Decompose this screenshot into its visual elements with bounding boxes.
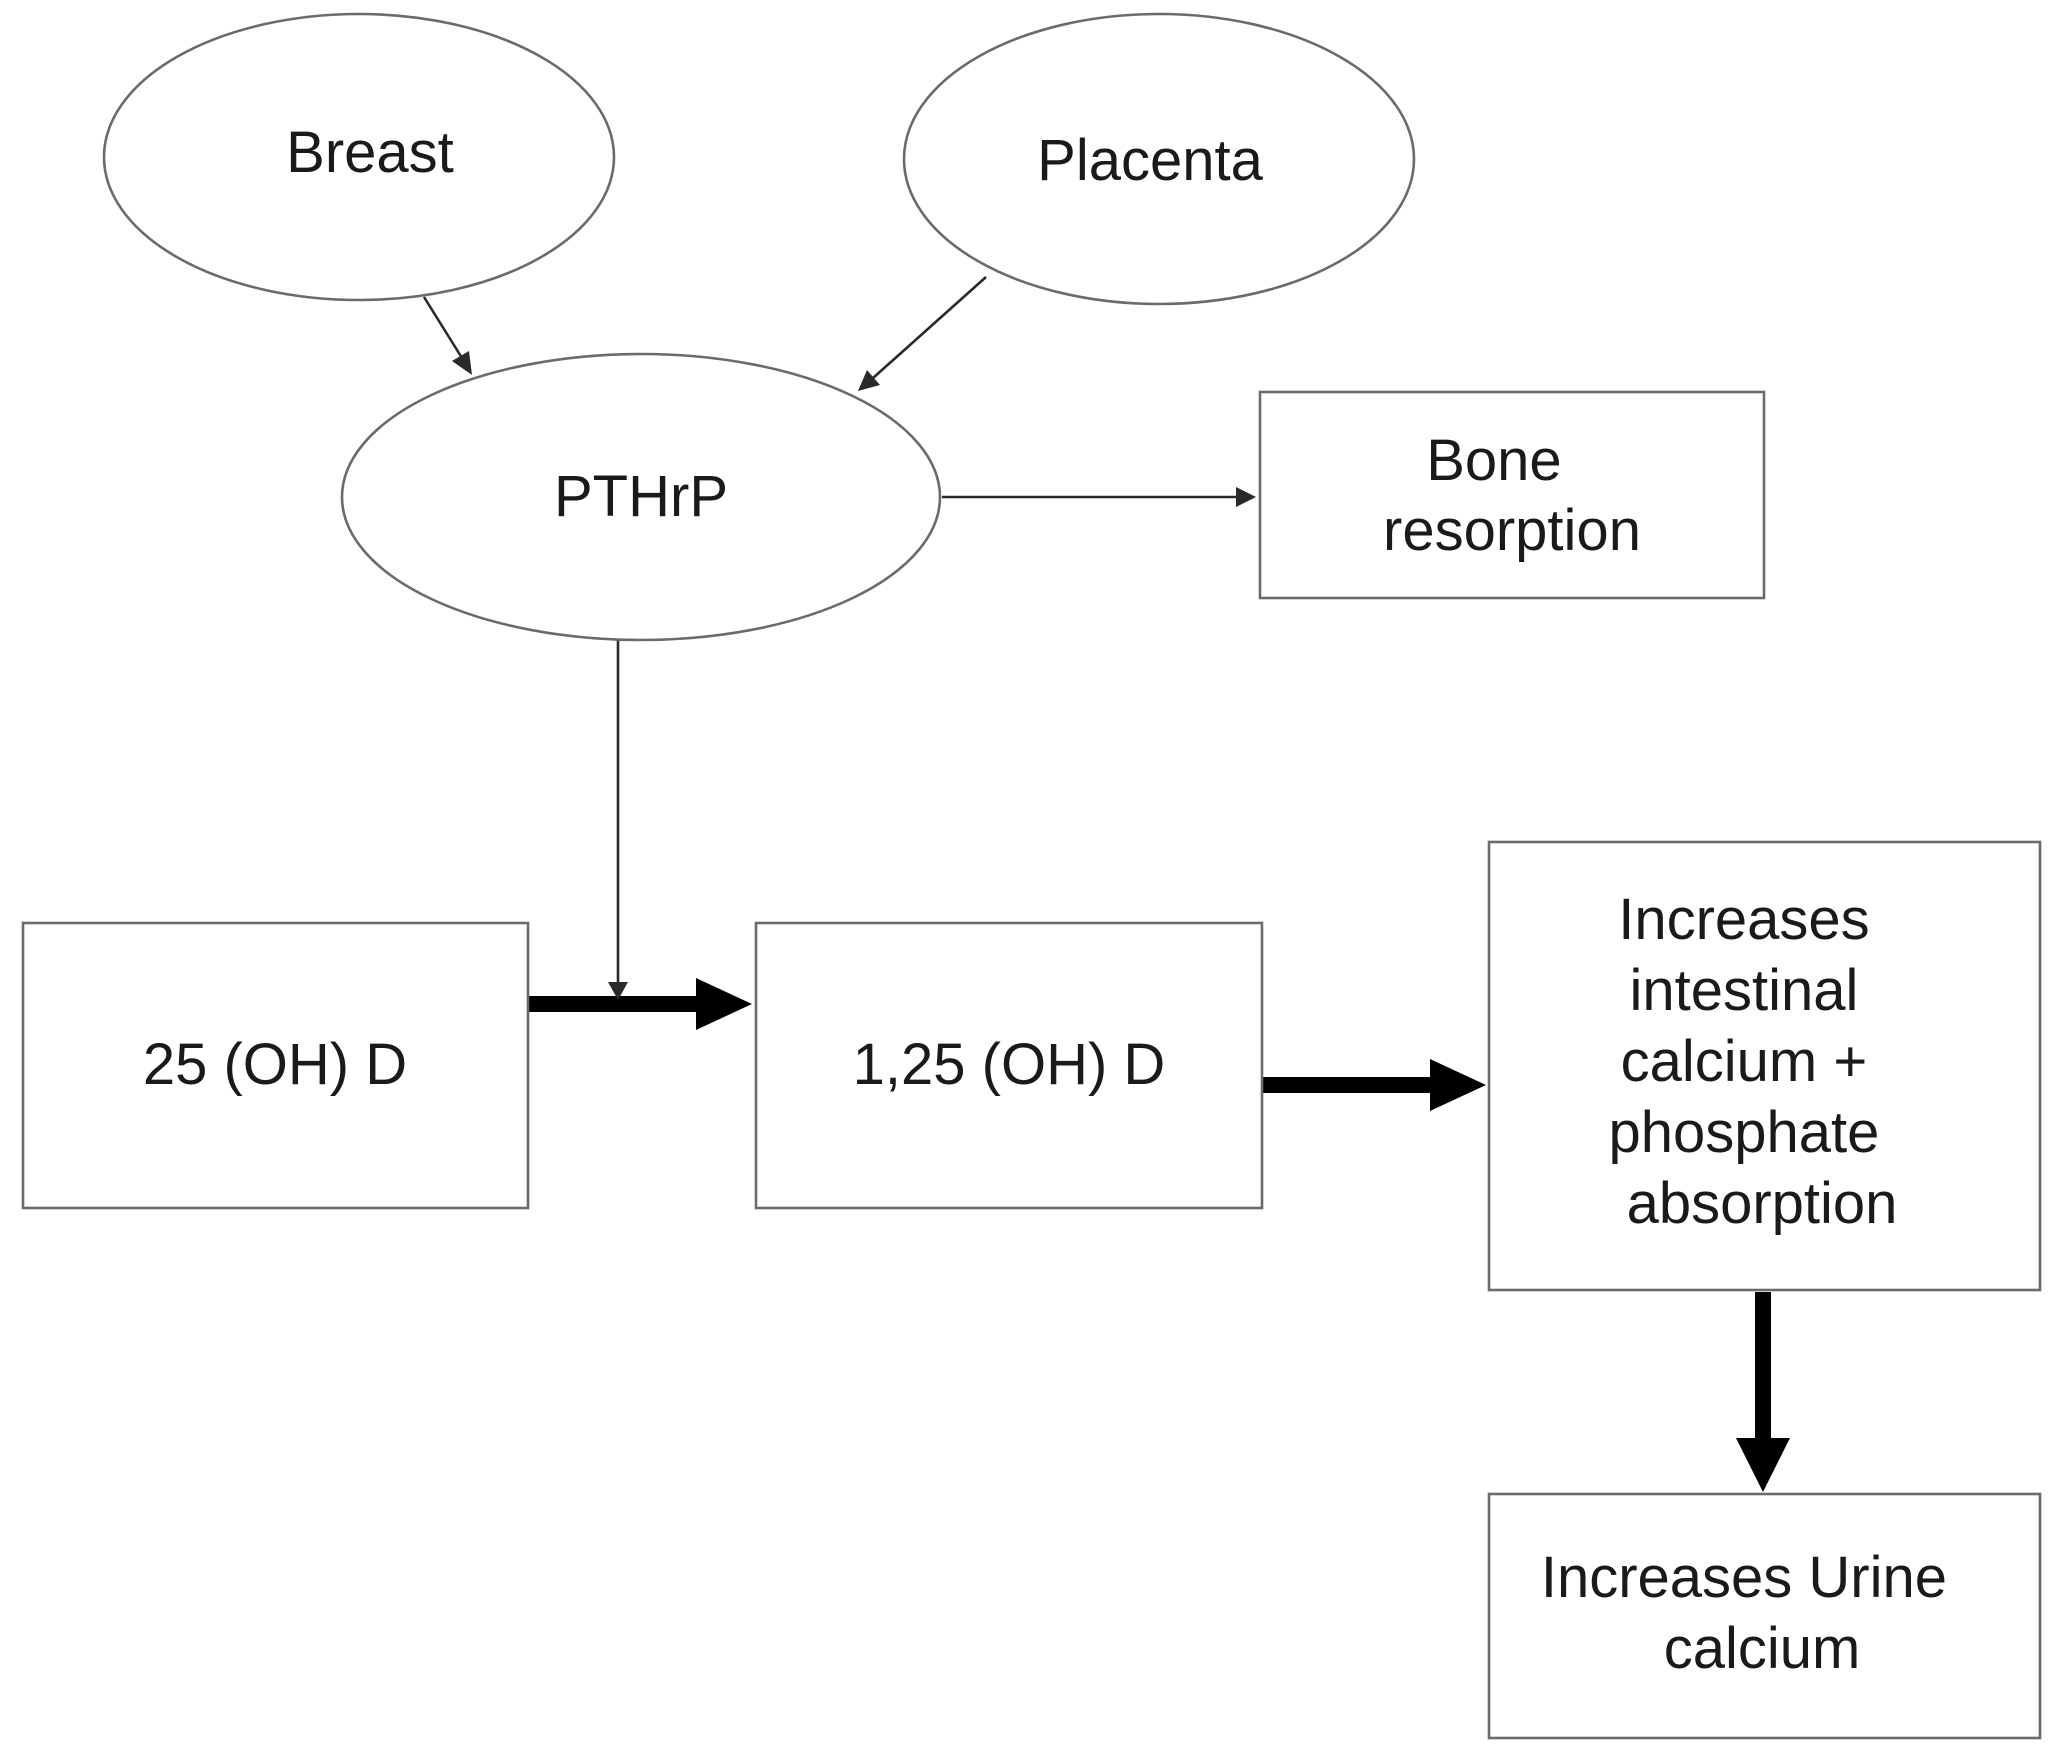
- label-line: resorption: [1383, 498, 1641, 563]
- arrowhead-icon: [608, 982, 628, 1000]
- node-label: Placenta: [1037, 128, 1263, 193]
- node-ellipse: [902, 12, 1416, 306]
- node-label: Bone resorption: [1383, 428, 1641, 563]
- label-line: Increases: [1618, 887, 1869, 952]
- arrowhead-icon: [452, 351, 472, 375]
- node-breast: Breast: [102, 12, 616, 302]
- edge-line: [872, 276, 987, 379]
- node-ellipse: [340, 352, 942, 642]
- node-pthrp: PTHrP: [340, 352, 942, 642]
- node-label: 25 (OH) D: [143, 1032, 407, 1097]
- arrowhead-icon: [1736, 1438, 1790, 1492]
- node-ellipse: [102, 12, 616, 302]
- node-box: [1258, 390, 1766, 600]
- edge-pthrp-to-conversion: [608, 640, 628, 1000]
- node-box: [21, 921, 530, 1210]
- node-25-oh-d: 25 (OH) D: [21, 921, 530, 1210]
- node-label: Increases intestinal calcium + phosphate…: [1608, 887, 1897, 1236]
- label-line: phosphate: [1608, 1100, 1879, 1165]
- edge-25ohd-to-125ohd: [528, 978, 752, 1030]
- edge-125ohd-to-absorption: [1262, 1059, 1486, 1111]
- label-line: Increases Urine: [1541, 1545, 1947, 1610]
- label-line: absorption: [1627, 1171, 1898, 1236]
- arrowhead-icon: [858, 370, 880, 391]
- node-placenta: Placenta: [902, 12, 1416, 306]
- label-line: intestinal: [1629, 958, 1858, 1023]
- arrowhead-icon: [696, 978, 752, 1030]
- node-intestinal-absorption: Increases intestinal calcium + phosphate…: [1487, 840, 2042, 1292]
- edge-pthrp-to-bone-resorption: [942, 487, 1256, 507]
- arrowhead-icon: [1430, 1059, 1486, 1111]
- node-bone-resorption: Bone resorption: [1258, 390, 1766, 600]
- edge-placenta-to-pthrp: [858, 276, 987, 391]
- node-box: [1487, 1492, 2042, 1740]
- node-label: 1,25 (OH) D: [853, 1032, 1166, 1097]
- node-label: Breast: [286, 120, 454, 185]
- node-label: PTHrP: [554, 464, 728, 529]
- node-box: [754, 921, 1264, 1210]
- arrowhead-icon: [1236, 487, 1256, 507]
- edge-absorption-to-urine: [1736, 1292, 1790, 1492]
- edge-breast-to-pthrp: [422, 296, 472, 375]
- node-1-25-oh-d: 1,25 (OH) D: [754, 921, 1264, 1210]
- label-line: Bone: [1426, 428, 1561, 493]
- node-box: [1487, 840, 2042, 1292]
- node-urine-calcium: Increases Urine calcium: [1487, 1492, 2042, 1740]
- label-line: calcium +: [1621, 1029, 1868, 1094]
- node-label: Increases Urine calcium: [1541, 1545, 1963, 1681]
- label-line: calcium: [1664, 1616, 1861, 1681]
- edge-line: [422, 296, 464, 359]
